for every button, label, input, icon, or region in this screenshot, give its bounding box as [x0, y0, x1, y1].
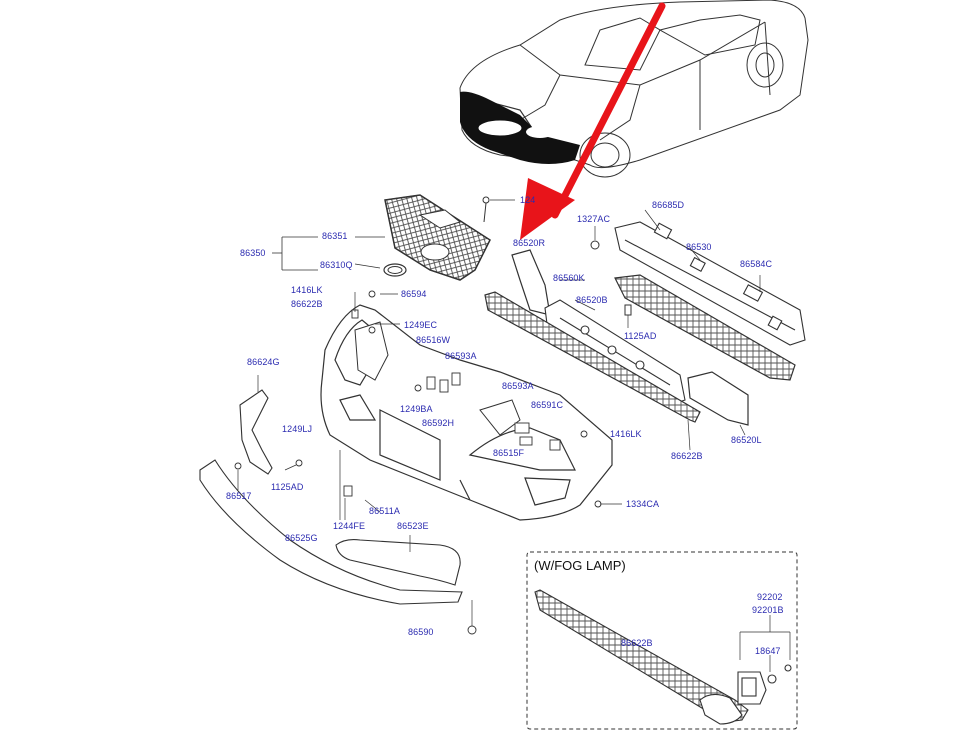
label-86525g: 86525G [285, 533, 318, 543]
clip-1125ad [624, 304, 632, 328]
label-86511a: 86511A [369, 506, 400, 516]
label-18647: 18647 [755, 646, 781, 656]
inset-title: (W/FOG LAMP) [534, 558, 626, 573]
label-124: 124 [520, 195, 536, 205]
label-86591c: 86591C [531, 400, 564, 410]
label-86515f: 86515F [493, 448, 525, 458]
label-86520l: 86520L [731, 435, 762, 445]
label-86517: 86517 [226, 491, 252, 501]
radiator-grille [384, 194, 491, 281]
energy-absorber [544, 299, 686, 406]
label-86530: 86530 [686, 242, 712, 252]
label-1249ba: 1249BA [400, 404, 433, 414]
lower-grille-insert [614, 274, 796, 381]
label-86624g: 86624G [247, 357, 280, 367]
label-86560k: 86560K [553, 273, 585, 283]
label-86593a-1: 86593A [445, 351, 477, 361]
nut [590, 226, 600, 250]
side-garnish-left [239, 389, 273, 475]
label-86516w: 86516W [416, 335, 451, 345]
label-1125ad-left: 1125AD [271, 482, 304, 492]
screw-top [482, 196, 515, 223]
lower-grille-bar [484, 291, 701, 423]
label-1249lj: 1249LJ [282, 424, 313, 434]
label-86622b-inset: 86622B [621, 638, 653, 648]
label-92202: 92202 [757, 592, 783, 602]
label-86523e: 86523E [397, 521, 429, 531]
label-92201b: 92201B [752, 605, 784, 615]
label-1249ec: 1249EC [404, 320, 438, 330]
label-86350: 86350 [240, 248, 266, 258]
label-86310q: 86310Q [320, 260, 353, 270]
label-1416lk-right: 1416LK [610, 429, 642, 439]
label-1244fe: 1244FE [333, 521, 366, 531]
callout-bracket-86350 [272, 236, 385, 271]
label-86594: 86594 [401, 289, 427, 299]
label-86592h: 86592H [422, 418, 455, 428]
inset-leaders [739, 615, 791, 672]
leader-lines [237, 209, 761, 626]
inset-box [526, 551, 798, 730]
bumper-garnish [335, 539, 461, 586]
label-86351: 86351 [322, 231, 348, 241]
red-arrow [520, 2, 666, 240]
label-1327ac: 1327AC [577, 214, 611, 224]
label-1416lk-top: 1416LK [291, 285, 323, 295]
label-86584c: 86584C [740, 259, 773, 269]
label-86520r: 86520R [513, 238, 546, 248]
inset-fog-lamp-parts [534, 589, 792, 725]
label-86622b-top: 86622B [291, 299, 323, 309]
label-86685d: 86685D [652, 200, 685, 210]
headlamp-bracket [354, 321, 521, 436]
bumper-bracket-left [687, 371, 749, 426]
label-1125ad-top: 1125AD [624, 331, 657, 341]
label-86590: 86590 [408, 627, 434, 637]
lower-spoiler [199, 459, 463, 605]
label-86520b: 86520B [576, 295, 608, 305]
label-86622b-right: 86622B [671, 451, 703, 461]
emblem [383, 263, 407, 277]
label-1334ca: 1334CA [626, 499, 660, 509]
bumper-beam [614, 221, 806, 346]
label-86593a-2: 86593A [502, 381, 534, 391]
